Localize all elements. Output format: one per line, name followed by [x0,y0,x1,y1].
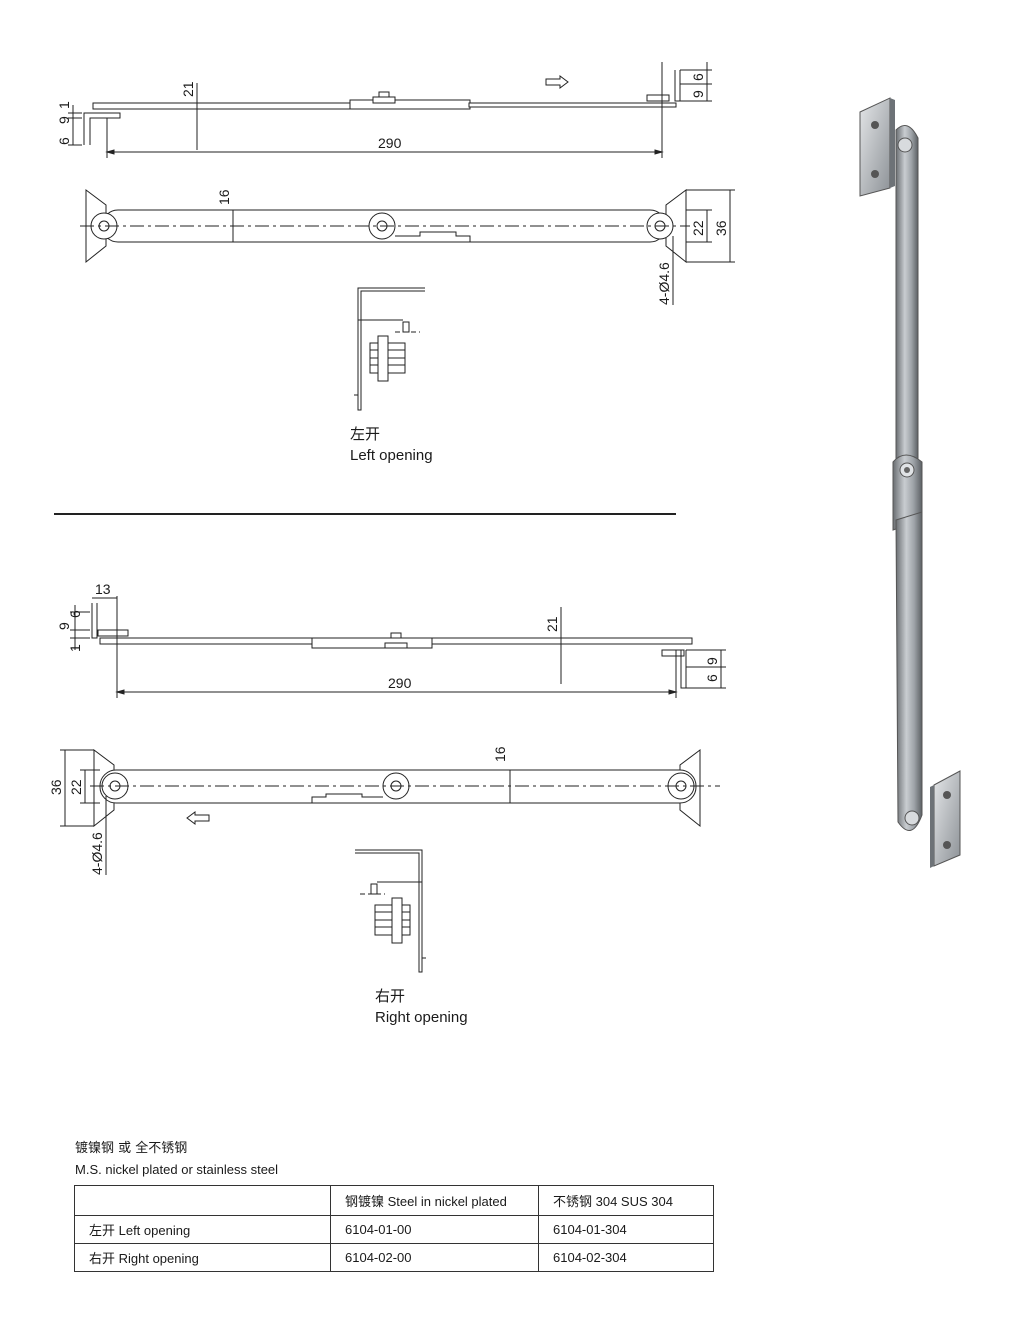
part-number-table: 钢镀镍 Steel in nickel plated 不锈钢 304 SUS 3… [74,1185,714,1272]
table-cell: 6104-01-304 [538,1215,714,1244]
right-height-dim: 21 [544,616,560,632]
left-end-view [354,287,425,411]
left-right-dim-b: 6 [690,73,706,81]
right-right-dim-a: 9 [704,657,720,665]
left-opening-cn: 左开 [350,425,381,443]
table-cell: 6104-02-00 [330,1243,539,1272]
left-plate-dim: 36 [713,220,729,236]
right-opening-cn: 右开 [375,987,406,1005]
left-top-view [80,189,735,305]
right-offset-dim: 13 [95,581,111,597]
table-cell: 右开 Right opening [74,1243,331,1272]
right-opening-caption: 右开 Right opening [375,986,468,1028]
table-row: 左开 Left opening 6104-01-00 6104-01-304 [74,1215,714,1244]
material-en: M.S. nickel plated or stainless steel [75,1162,279,1177]
right-hole-dim: 4-Ø4.6 [89,832,105,875]
left-side-dim-a: 9 [56,116,72,124]
right-end-view [355,849,426,973]
left-side-dim-c: 6 [56,137,72,145]
right-length-dim: 290 [388,675,412,691]
left-right-dim-a: 9 [690,90,706,98]
right-right-dim-b: 6 [704,674,720,682]
product-photo [859,97,961,868]
left-hole-spacing-dim: 22 [690,220,706,236]
right-top-view [60,749,720,875]
right-side-dim-a: 6 [67,610,83,618]
right-side-view [70,596,726,698]
left-side-dim-b: 1 [56,101,72,109]
table-header-cell [74,1185,331,1216]
right-hole-spacing-dim: 22 [68,779,84,795]
left-opening-caption: 左开 Left opening [350,424,433,466]
table-cell: 6104-02-304 [538,1243,714,1272]
left-side-view [68,62,712,158]
material-cn: 镀镍钢 或 全不锈钢 [75,1141,188,1156]
material-note: 镀镍钢 或 全不锈钢 M.S. nickel plated or stainle… [75,1138,278,1180]
table-header-cell: 不锈钢 304 SUS 304 [538,1185,714,1216]
left-length-dim: 290 [378,135,402,151]
left-opening-en: Left opening [350,447,433,464]
left-width-dim: 16 [216,189,232,205]
left-hole-dim: 4-Ø4.6 [656,262,672,305]
table-cell: 6104-01-00 [330,1215,539,1244]
left-height-dim: 21 [180,81,196,97]
table-cell: 左开 Left opening [74,1215,331,1244]
right-plate-dim: 36 [48,779,64,795]
table-row: 右开 Right opening 6104-02-00 6104-02-304 [74,1243,714,1272]
table-header-row: 钢镀镍 Steel in nickel plated 不锈钢 304 SUS 3… [74,1185,714,1216]
right-side-dim-c: 1 [67,644,83,652]
right-width-dim: 16 [492,746,508,762]
right-opening-en: Right opening [375,1009,468,1026]
right-side-dim-b: 9 [56,622,72,630]
table-header-cell: 钢镀镍 Steel in nickel plated [330,1185,539,1216]
